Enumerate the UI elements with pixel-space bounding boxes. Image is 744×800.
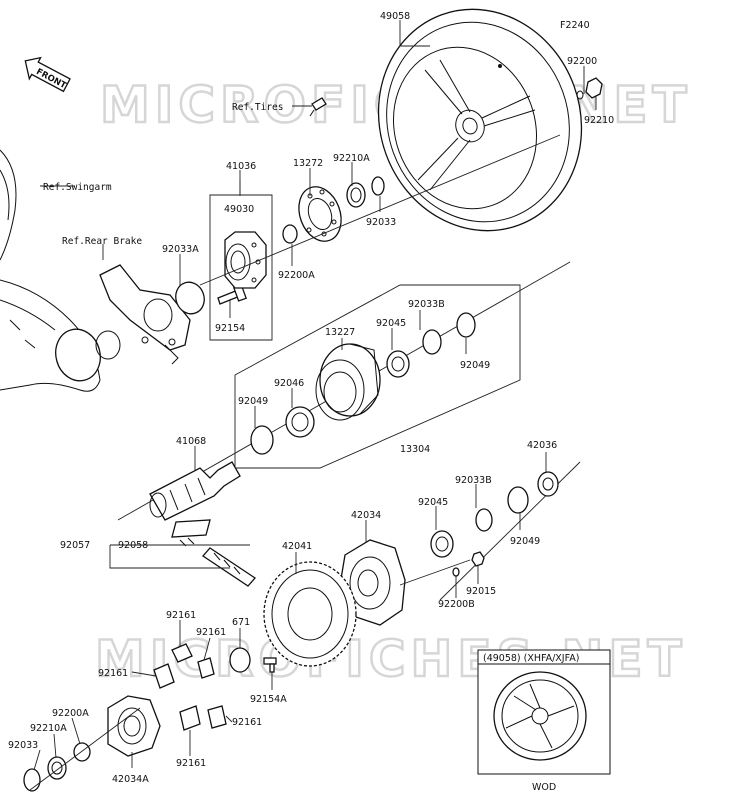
bearing-92210A-bottom	[47, 756, 67, 780]
ring-671	[229, 647, 251, 673]
damper-92161-d	[179, 705, 201, 731]
label-92049-left: 92049	[238, 396, 268, 407]
sensor-ring	[298, 186, 342, 242]
bearing-92045-top	[386, 350, 410, 378]
label-92210A-bottom: 92210A	[30, 723, 67, 734]
label-92033-bottom: 92033	[8, 740, 38, 751]
nut-92015	[471, 551, 485, 567]
seal-92049-left	[250, 425, 274, 455]
circlip-92033B-mid	[475, 508, 493, 532]
label-92200B: 92200B	[438, 599, 475, 610]
label-92161-d: 92161	[232, 717, 262, 728]
damper-92161-c	[153, 663, 175, 689]
label-13272: 13272	[293, 158, 323, 169]
rear-wheel	[377, 8, 583, 232]
label-42034A: 42034A	[112, 774, 149, 785]
label-671: 671	[232, 617, 250, 628]
circlip-92033B-top	[422, 329, 442, 355]
damper-92161-a	[171, 643, 193, 663]
label-92210A-top: 92210A	[333, 153, 370, 164]
seal-92049-mid	[507, 486, 529, 514]
rear-brake-bracket	[99, 264, 191, 365]
label-92045-mid: 92045	[418, 497, 448, 508]
label-92200-top: 92200	[567, 56, 597, 67]
chain-link	[171, 519, 256, 587]
label-92154A: 92154A	[250, 694, 287, 705]
label-92058: 92058	[118, 540, 148, 551]
front-arrow-icon: FRONT	[24, 56, 71, 93]
sprocket	[263, 561, 357, 667]
label-92015: 92015	[466, 586, 496, 597]
circlip-92033A	[175, 281, 205, 315]
inset-title: (49058) (XHFA/XJFA)	[483, 653, 579, 664]
sprocket-coupling	[107, 695, 161, 757]
label-92161-c: 92161	[98, 668, 128, 679]
damper-92161-e	[207, 705, 227, 729]
label-41068: 41068	[176, 436, 206, 447]
eccentric-shaft	[149, 461, 241, 521]
damper-housing	[315, 343, 381, 421]
label-42034: 42034	[351, 510, 381, 521]
ref-swingarm-label: Ref.Swingarm	[43, 182, 112, 193]
bearing-92046	[285, 406, 315, 438]
bearing-92045-mid	[430, 530, 454, 558]
damper-92161-b	[197, 657, 215, 679]
label-92033B-mid: 92033B	[455, 475, 492, 486]
label-42041: 42041	[282, 541, 312, 552]
label-49030: 49030	[224, 204, 254, 215]
label-92033A: 92033A	[162, 244, 199, 255]
label-92033-top: 92033	[366, 217, 396, 228]
label-92161-b: 92161	[196, 627, 226, 638]
label-92154: 92154	[215, 323, 245, 334]
label-92200A-mid: 92200A	[278, 270, 315, 281]
label-42036: 42036	[527, 440, 557, 451]
tire-valve	[309, 97, 327, 117]
label-92049-right: 92049	[460, 360, 490, 371]
ref-rear-brake-label: Ref.Rear Brake	[62, 236, 142, 247]
label-92046: 92046	[274, 378, 304, 389]
bearing-92210A-top	[346, 182, 366, 208]
bearing-42036	[537, 471, 559, 497]
washer-92200B	[452, 567, 460, 577]
label-92161-a: 92161	[166, 610, 196, 621]
inset-caption: WOD	[532, 782, 556, 793]
weight-nut	[576, 77, 603, 100]
figure-code: F2240	[560, 20, 590, 31]
label-92057: 92057	[60, 540, 90, 551]
circlip-92033-bottom	[23, 768, 41, 792]
seal-92049-right	[456, 312, 476, 338]
label-92161-e: 92161	[176, 758, 206, 769]
washer-92200A	[282, 224, 298, 244]
washer-92200A-bottom	[73, 742, 91, 762]
label-92049-mid: 92049	[510, 536, 540, 547]
ref-tires-label: Ref.Tires	[232, 102, 283, 113]
label-92045-top: 92045	[376, 318, 406, 329]
label-41036: 41036	[226, 161, 256, 172]
label-13304: 13304	[400, 444, 430, 455]
inset-box	[477, 649, 611, 775]
hub-flange	[224, 231, 267, 289]
swingarm	[0, 149, 121, 392]
leader-lines	[33, 20, 597, 771]
circlip-92033-top	[371, 176, 385, 196]
label-92210-top: 92210	[584, 115, 614, 126]
label-49058: 49058	[380, 11, 410, 22]
label-92033B-top: 92033B	[408, 299, 445, 310]
label-13227: 13227	[325, 327, 355, 338]
label-92200A-bottom: 92200A	[52, 708, 89, 719]
